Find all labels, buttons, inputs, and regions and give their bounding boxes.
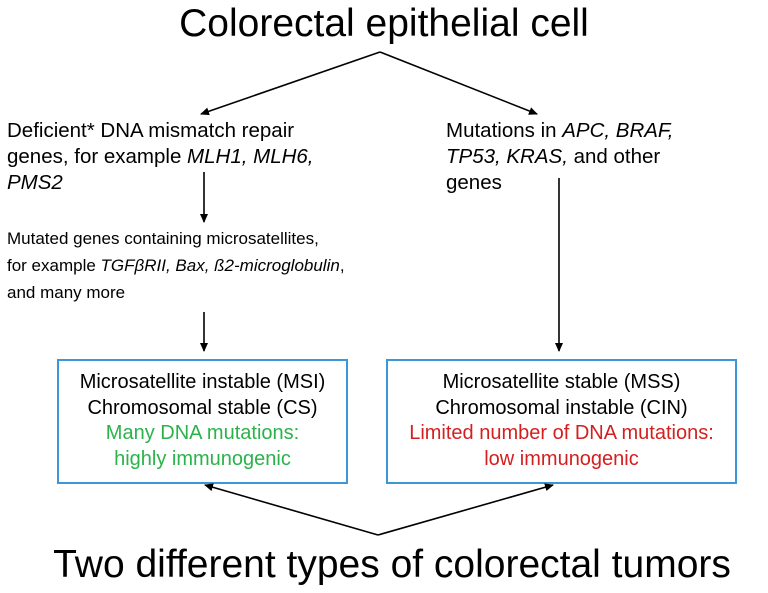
mss-box-line2: Chromosomal instable (CIN) [435, 396, 688, 419]
mss-box-line3: Limited number of DNA mutations: [409, 422, 714, 444]
arrow-to-mss-box-from-bottom [377, 483, 554, 536]
oncogene-line1: Mutations in APC, BRAF, [446, 119, 674, 142]
microsatellite-line2: for example TGFβRII, Bax, ß2-microglobul… [7, 256, 345, 275]
microsatellite-genes: TGFβRII, Bax, ß2-microglobulin [100, 256, 340, 275]
mismatch-repair-genes: MLH1, MLH6, [187, 145, 314, 168]
msi-box: Microsatellite instable (MSI) Chromosoma… [57, 359, 348, 484]
mismatch-repair-node: Deficient* DNA mismatch repair genes, fo… [7, 118, 314, 196]
mss-box: Microsatellite stable (MSS) Chromosomal … [386, 359, 737, 484]
arrow-to-msi-box-from-bottom [204, 483, 379, 536]
oncogene-mutations-node: Mutations in APC, BRAF, TP53, KRAS, and … [446, 118, 674, 196]
microsatellite-genes-node: Mutated genes containing microsatellites… [7, 225, 345, 306]
msi-box-line2: Chromosomal stable (CS) [87, 396, 318, 419]
oncogene-genes-2: TP53, KRAS, [446, 145, 568, 168]
msi-box-line1: Microsatellite instable (MSI) [79, 371, 326, 393]
mss-box-line1: Microsatellite stable (MSS) [442, 371, 681, 393]
arrow-to-oncogene-mutations [379, 51, 538, 115]
oncogene-line2: TP53, KRAS, and other [446, 145, 661, 168]
microsatellite-line1: Mutated genes containing microsatellites… [7, 229, 319, 248]
mismatch-repair-line1: Deficient* DNA mismatch repair [7, 119, 295, 142]
msi-box-line3: Many DNA mutations: [105, 422, 300, 444]
oncogene-line3: genes [446, 171, 502, 194]
msi-box-line4: highly immunogenic [114, 447, 291, 470]
oncogene-genes: APC, BRAF, [562, 119, 674, 142]
mismatch-repair-line3: PMS2 [7, 170, 314, 196]
mismatch-repair-line2: genes, for example MLH1, MLH6, [7, 145, 314, 168]
arrow-to-mismatch-repair [200, 51, 381, 116]
diagram-title: Colorectal epithelial cell [179, 2, 589, 45]
microsatellite-line3: and many more [7, 283, 126, 302]
diagram-conclusion: Two different types of colorectal tumors [53, 543, 731, 586]
mismatch-repair-genes-2: PMS2 [7, 171, 63, 194]
mss-box-line4: low immunogenic [484, 447, 639, 470]
